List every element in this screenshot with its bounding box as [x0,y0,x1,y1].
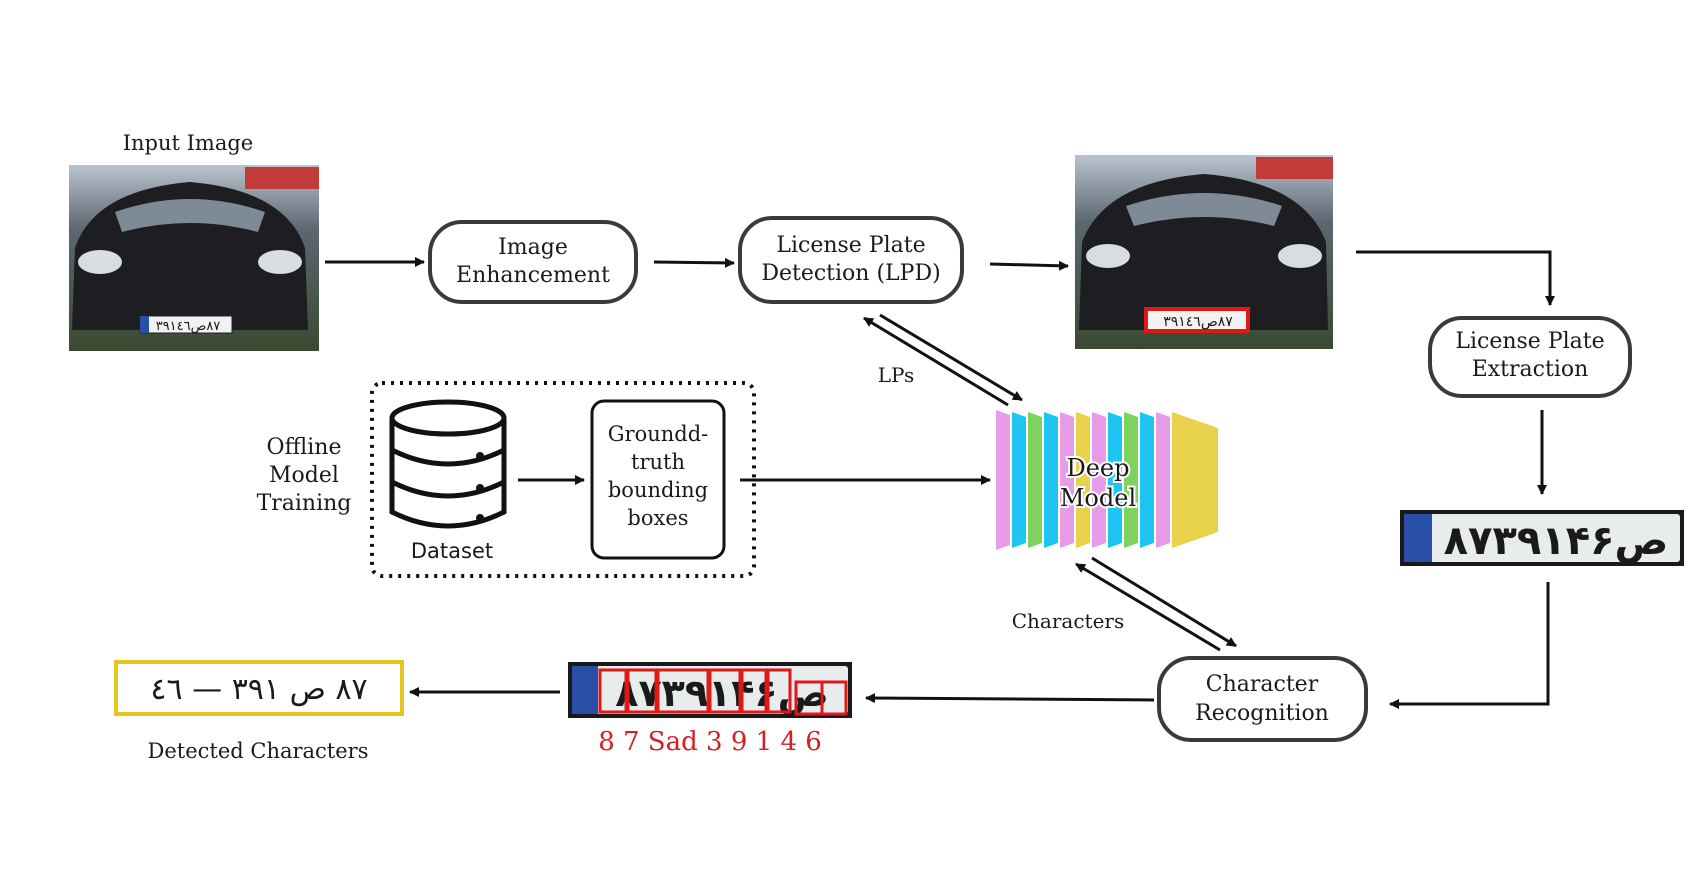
input-plate-text: ٨٧ص٣٩١٤٦ [156,319,221,334]
segmented-characters-text: 8 7 Sad 3 9 1 4 6 [598,727,822,757]
detected-characters-label: Detected Characters [148,739,369,763]
image-enhancement-label-2: Enhancement [456,263,610,288]
database-icon [389,399,507,529]
arrow-recognition-to-model [1075,562,1221,652]
deep-model-label-2: Model [1060,484,1136,512]
lp-extraction-label-1: License Plate [1455,329,1604,354]
lpd-box [738,216,964,304]
offline-label-1: Offline [267,435,342,460]
segmented-plate-text: ۸۷ص۳۹۱۴۶ [615,671,828,715]
deep-model-stack [996,410,1218,550]
lps-label: LPs [878,363,914,387]
input-car-photo: ٨٧ص٣٩١٤٦ [69,165,319,351]
image-enhancement-label-1: Image [498,235,568,260]
flow-arrows [325,250,1555,709]
offline-training-region [370,381,756,578]
dataset-label: Dataset [411,539,493,563]
char-recognition-label-1: Character [1206,672,1319,697]
gt-label-4: boxes [627,506,688,530]
segmented-plate: ۸۷ص۳۹۱۴۶ [568,662,852,718]
arrow-lpd-to-model [879,313,1023,402]
detected-plate-text: ٨٧ص٣٩١٤٦ [1163,314,1233,330]
offline-label-2: Model [269,463,339,488]
characters-label: Characters [1012,609,1125,633]
gt-label-2: truth [631,450,685,474]
arrow-model-to-lpd [863,316,1009,407]
lpd-label-1: License Plate [776,233,925,258]
extracted-plate-text: ۸۷ص۳۹۱۴۶ [1444,518,1669,564]
arrow-recognition-to-segmented [865,693,1155,704]
ground-truth-box [590,399,726,560]
detected-car-photo: ٨٧ص٣٩١٤٦ [1075,155,1333,349]
deep-model-label-1: Deep [1066,454,1129,482]
char-recognition-label-2: Recognition [1195,701,1329,726]
char-recognition-box [1157,656,1368,742]
lp-extraction-label-2: Extraction [1472,357,1589,382]
image-enhancement-box [428,220,638,304]
arrow-output-to-extraction [1356,250,1555,306]
detected-characters-text: ٨٧ ص ٣٩١ — ٤٦ [150,672,367,707]
arrow-lpd-to-output [989,260,1069,271]
lp-extraction-box [1428,316,1632,398]
gt-label-1: Groundd- [608,422,709,446]
extracted-plate: ۸۷ص۳۹۱۴۶ [1400,510,1684,566]
lpd-label-2: Detection (LPD) [761,261,940,286]
input-image-label: Input Image [123,131,254,155]
gt-label-3: bounding [608,478,708,502]
arrow-enhancement-to-lpd [653,257,735,268]
offline-label-3: Training [257,491,352,516]
detected-characters-box [114,660,404,716]
arrow-model-to-recognition [1091,556,1237,648]
arrow-plate-to-recognition [1389,582,1550,709]
